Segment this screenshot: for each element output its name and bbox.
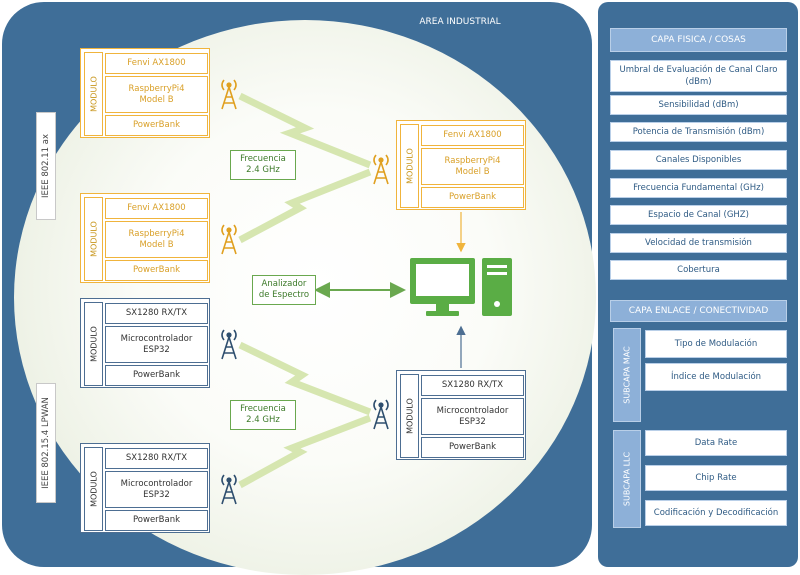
power-cell: PowerBank <box>421 437 524 458</box>
board-cell: RaspberryPi4 Model B <box>105 76 208 113</box>
mac-sublayer-tab: SUBCAPA MAC <box>613 328 641 422</box>
computer-monitor-icon <box>410 258 475 316</box>
module-label: MODULO <box>400 124 419 208</box>
lpwan-module-2: MODULO SX1280 RX/TX Microcontrolador ESP… <box>80 443 210 533</box>
radio-cell: SX1280 RX/TX <box>105 303 208 324</box>
frequency-label-lpwan: Frecuencia 2.4 GHz <box>230 400 296 430</box>
wifi-module-receiver: MODULO Fenvi AX1800 RaspberryPi4 Model B… <box>396 120 526 210</box>
standard-wifi-label: IEEE 802.11 ax <box>36 112 56 220</box>
link-layer-header: CAPA ENLACE / CONECTIVIDAD <box>610 300 787 322</box>
module-label: MODULO <box>84 302 103 386</box>
llc-item-coding: Codificación y Decodificación <box>645 500 787 526</box>
physical-item-tx-speed: Velocidad de transmisión <box>610 233 787 253</box>
antenna-icon <box>221 224 237 255</box>
lightning-link-icon <box>238 92 372 169</box>
mac-item-modulation-type: Tipo de Modulación <box>645 330 787 358</box>
lpwan-module-receiver: MODULO SX1280 RX/TX Microcontrolador ESP… <box>396 370 526 460</box>
wifi-module-1: MODULO Fenvi AX1800 RaspberryPi4 Model B… <box>80 48 210 138</box>
radio-cell: SX1280 RX/TX <box>421 375 524 396</box>
physical-item-channels: Canales Disponibles <box>610 150 787 170</box>
router-cell: Fenvi AX1800 <box>105 53 208 74</box>
llc-sublayer-title: SUBCAPA LLC <box>622 451 632 507</box>
area-title: AREA INDUSTRIAL <box>419 17 501 27</box>
mac-sublayer-title: SUBCAPA MAC <box>622 346 632 404</box>
mac-item-modulation-index: Índice de Modulación <box>645 363 787 391</box>
standard-lpwan-text: IEEE 802.15.4 LPWAN <box>41 397 51 489</box>
lightning-link-icon <box>238 414 372 489</box>
module-label: MODULO <box>84 197 103 281</box>
frequency-label-wifi: Frecuencia 2.4 GHz <box>230 150 296 180</box>
physical-item-coverage: Cobertura <box>610 260 787 280</box>
mcu-cell: Microcontrolador ESP32 <box>421 398 524 435</box>
llc-sublayer-tab: SUBCAPA LLC <box>613 430 641 528</box>
antenna-icon <box>221 474 237 505</box>
mcu-cell: Microcontrolador ESP32 <box>105 471 208 508</box>
standard-lpwan-label: IEEE 802.15.4 LPWAN <box>36 383 56 503</box>
power-cell: PowerBank <box>421 187 524 208</box>
wifi-module-2: MODULO Fenvi AX1800 RaspberryPi4 Model B… <box>80 193 210 283</box>
board-cell: RaspberryPi4 Model B <box>421 148 524 185</box>
radio-cell: SX1280 RX/TX <box>105 448 208 469</box>
spectrum-analyzer-label: Analizador de Espectro <box>252 275 316 305</box>
physical-item-channel-spacing: Espacio de Canal (GHZ) <box>610 205 787 225</box>
lightning-link-icon <box>238 341 372 416</box>
physical-item-cca: Umbral de Evaluación de Canal Claro (dBm… <box>610 60 787 92</box>
antenna-icon <box>373 399 389 430</box>
power-cell: PowerBank <box>105 260 208 281</box>
router-cell: Fenvi AX1800 <box>421 125 524 146</box>
mcu-cell: Microcontrolador ESP32 <box>105 326 208 363</box>
physical-layer-header: CAPA FISICA / COSAS <box>610 28 787 52</box>
llc-item-chip-rate: Chip Rate <box>645 465 787 491</box>
physical-item-sensitivity: Sensibilidad (dBm) <box>610 95 787 115</box>
physical-item-frequency: Frecuencia Fundamental (GHz) <box>610 178 787 198</box>
board-cell: RaspberryPi4 Model B <box>105 221 208 258</box>
module-label: MODULO <box>400 374 419 458</box>
power-cell: PowerBank <box>105 510 208 531</box>
antenna-icon <box>221 329 237 360</box>
router-cell: Fenvi AX1800 <box>105 198 208 219</box>
power-cell: PowerBank <box>105 365 208 386</box>
lpwan-module-1: MODULO SX1280 RX/TX Microcontrolador ESP… <box>80 298 210 388</box>
physical-item-tx-power: Potencia de Transmisión (dBm) <box>610 122 787 142</box>
lightning-link-icon <box>238 168 372 244</box>
standard-wifi-text: IEEE 802.11 ax <box>41 133 51 199</box>
antenna-icon <box>221 79 237 110</box>
llc-item-data-rate: Data Rate <box>645 430 787 456</box>
module-label: MODULO <box>84 447 103 531</box>
module-label: MODULO <box>84 52 103 136</box>
antenna-icon <box>373 154 389 185</box>
computer-tower-icon <box>482 258 512 316</box>
power-cell: PowerBank <box>105 115 208 136</box>
